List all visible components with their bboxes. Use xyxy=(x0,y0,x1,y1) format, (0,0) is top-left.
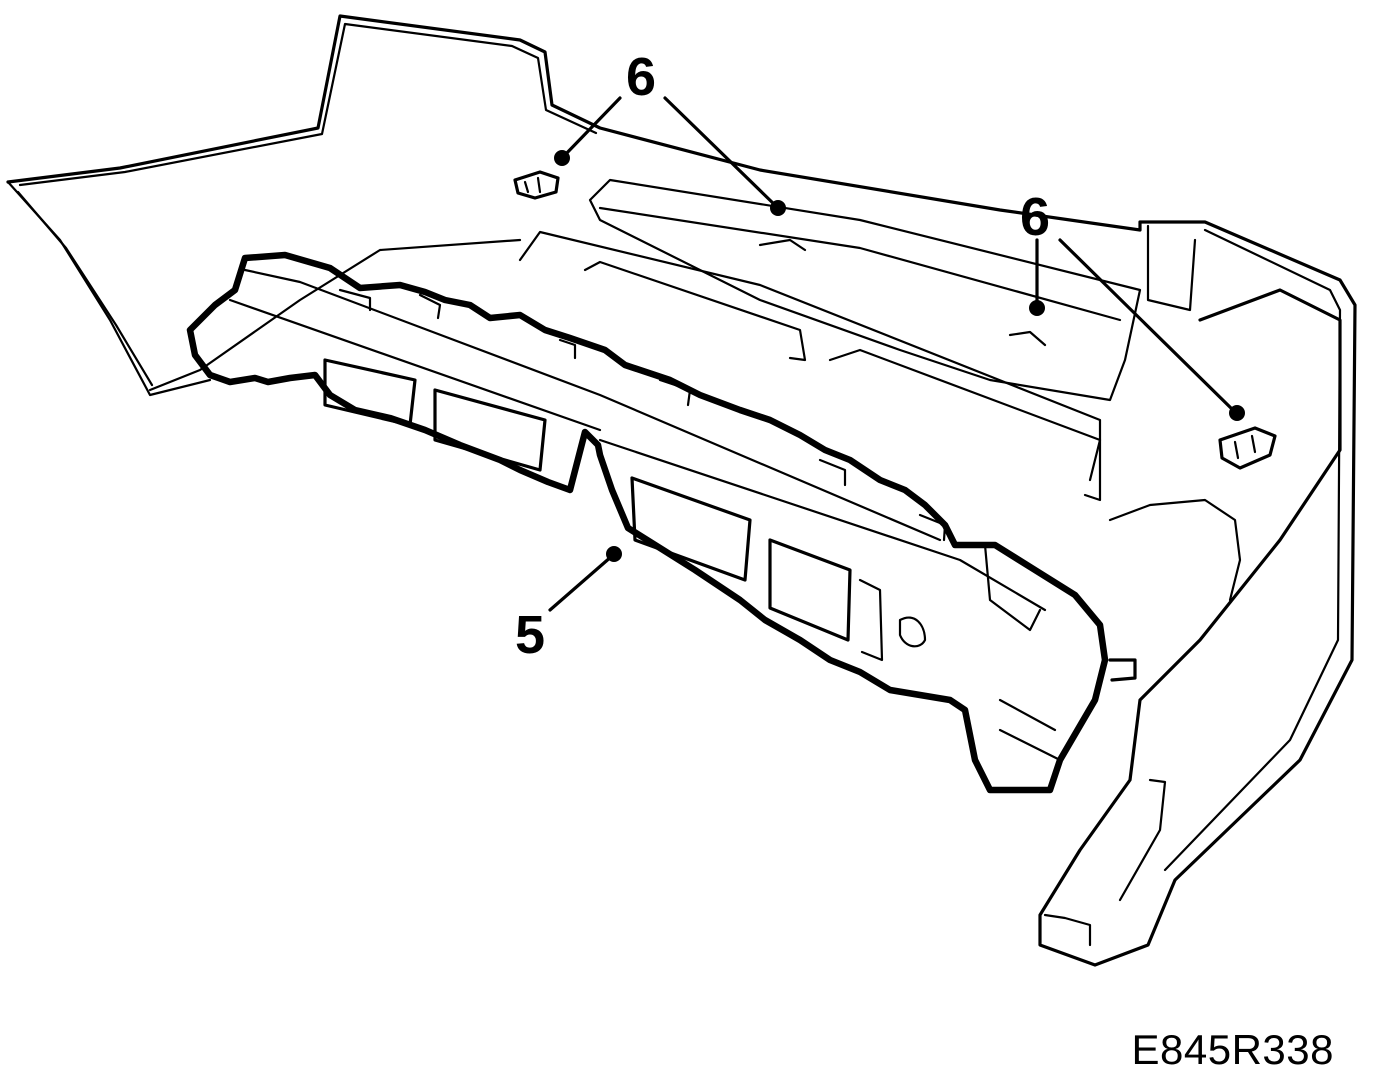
energy-absorber xyxy=(186,251,1137,794)
callout-dot-right-upper xyxy=(1029,300,1045,316)
drawing-reference-code: E845R338 xyxy=(1131,1026,1334,1073)
callout-dot-clip-right xyxy=(1229,405,1245,421)
callout-label-6-right: 6 xyxy=(1020,187,1050,247)
clip-fastener-right xyxy=(1218,426,1277,470)
clip-fastener-left xyxy=(513,170,560,200)
inner-panel xyxy=(148,178,1242,602)
callout-label-6-top: 6 xyxy=(626,47,656,107)
callout-dot-absorber xyxy=(606,546,622,562)
callout-dot-center xyxy=(770,200,786,216)
bumper-cover xyxy=(6,14,1357,967)
callout-label-5: 5 xyxy=(515,605,545,665)
leader-lines xyxy=(548,96,1245,612)
callout-dot-clip-left xyxy=(554,150,570,166)
